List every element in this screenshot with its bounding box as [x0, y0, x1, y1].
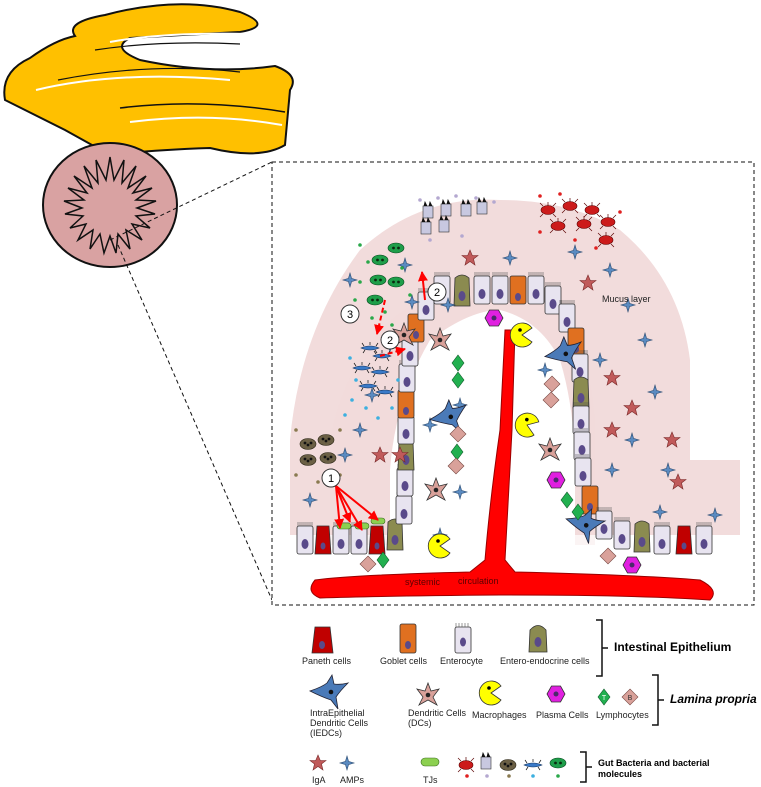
legend-goblet-label: Goblet cells	[380, 656, 428, 666]
legend-lymphocyte-label: Lymphocytes	[596, 710, 649, 720]
legend-tj-label: TJs	[423, 775, 438, 785]
lamina-bracket	[652, 674, 664, 726]
step-3-marker: 3	[340, 304, 360, 324]
mucus-layer-label: Mucus layer	[602, 294, 651, 304]
gut-cross-section	[42, 142, 178, 268]
legend-dc-label: Dendritic Cells (DCs)	[408, 708, 467, 728]
legend-iedc-label: IntraEpithelial Dendritic Cells (IEDCs)	[310, 708, 369, 738]
legend-enterocyte-label: Enterocyte	[440, 656, 484, 666]
step-1-marker: 1	[321, 468, 341, 488]
legend-lamina-title: Lamina propria	[670, 692, 757, 706]
svg-text:3: 3	[347, 309, 353, 321]
legend-epithelium-icons	[311, 623, 548, 654]
blood-vessel	[310, 329, 714, 601]
legend-lamina-icons	[309, 674, 639, 710]
legend-bacteria-icons	[309, 752, 567, 778]
legend-eec-label: Entero-endocrine cells	[500, 656, 590, 666]
legend-macrophage-label: Macrophages	[472, 710, 527, 720]
bacterial-molecules	[353, 243, 412, 327]
step-2-marker-left: 2	[380, 330, 400, 350]
lymph-b-letter: B	[628, 695, 633, 702]
legend-plasma-label: Plasma Cells	[536, 710, 589, 720]
svg-text:1: 1	[328, 473, 334, 485]
svg-text:2: 2	[387, 335, 393, 347]
systemic-label: systemic	[405, 577, 441, 587]
legend-paneth-label: Paneth cells	[302, 656, 352, 666]
legend-amp-label: AMPs	[340, 775, 365, 785]
legend-epithelium-title: Intestinal Epithelium	[614, 640, 732, 654]
step-2-marker-top: 2	[427, 282, 447, 302]
pathway-arrows	[334, 271, 428, 531]
svg-text:2: 2	[434, 287, 440, 299]
legend-iga-label: IgA	[312, 775, 326, 785]
gut-tube-illustration	[3, 3, 294, 157]
zoom-line-lower	[117, 244, 273, 601]
epithelium-bracket	[596, 619, 608, 677]
zoom-line-upper	[109, 161, 273, 241]
lymph-t-letter: T	[602, 695, 607, 702]
legend-bacteria-title: Gut Bacteria and bacterial molecules	[598, 758, 710, 779]
circulation-label: circulation	[458, 576, 499, 586]
bacteria-bracket	[580, 751, 592, 783]
